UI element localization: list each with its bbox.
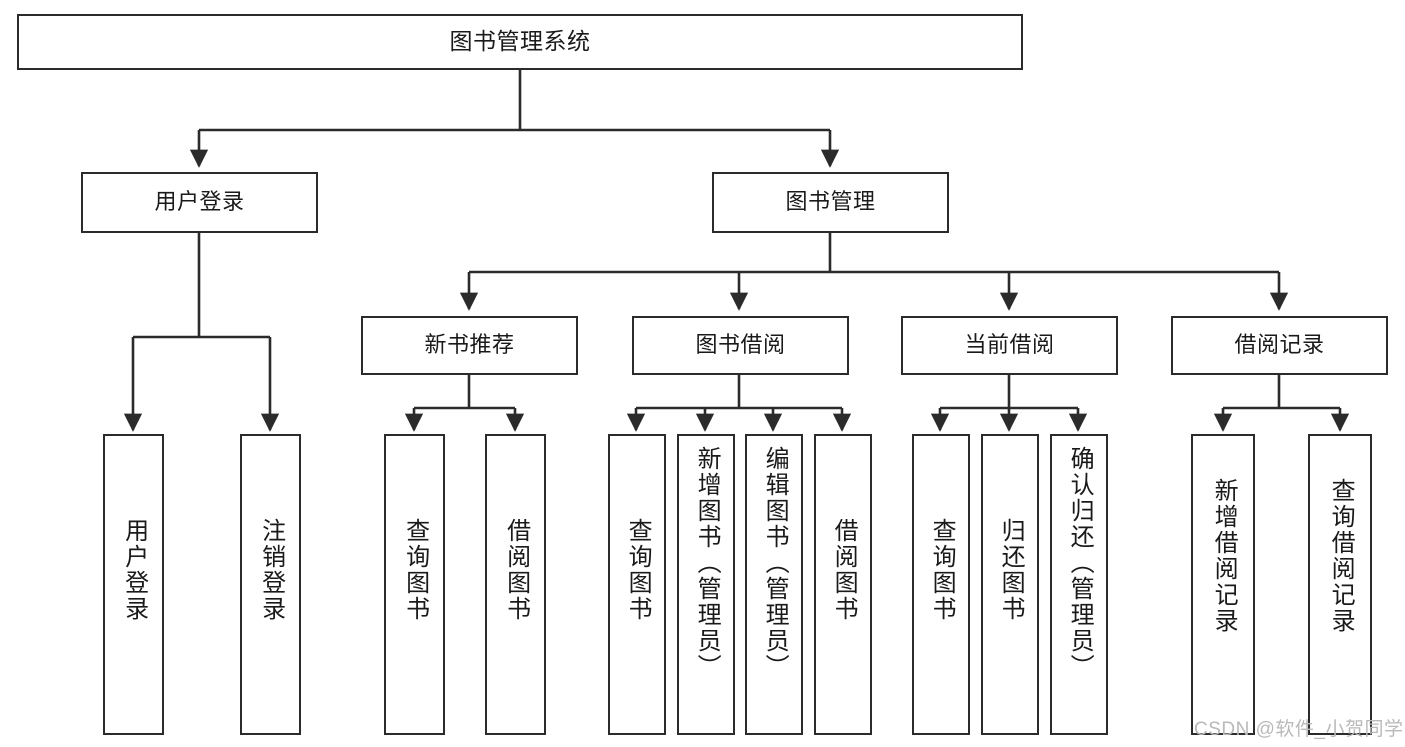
node-label: 查询图书 (928, 518, 956, 622)
leaf-record-query-record[interactable]: 查询借阅记录 (1308, 434, 1372, 735)
node-label: 查询图书 (401, 518, 429, 622)
leaf-new-book-borrow[interactable]: 借阅图书 (485, 434, 546, 735)
node-label: 查询图书 (624, 518, 652, 622)
node-label: 借阅记录 (1234, 332, 1325, 358)
leaf-current-query-book[interactable]: 查询图书 (912, 434, 970, 735)
node-label: 图书借阅 (695, 332, 786, 358)
node-book-management[interactable]: 图书管理 (712, 172, 949, 233)
node-root-system[interactable]: 图书管理系统 (17, 14, 1023, 70)
leaf-new-book-query[interactable]: 查询图书 (384, 434, 445, 735)
node-label: 确认归还（管理员） (1066, 446, 1094, 680)
node-current-borrow[interactable]: 当前借阅 (901, 316, 1118, 375)
node-user-login[interactable]: 用户登录 (81, 172, 318, 233)
node-label: 用户登录 (154, 189, 245, 215)
node-label: 当前借阅 (964, 332, 1055, 358)
leaf-borrow-add-book-admin[interactable]: 新增图书（管理员） (677, 434, 735, 735)
leaf-current-confirm-return-admin[interactable]: 确认归还（管理员） (1050, 434, 1108, 735)
node-label: 图书管理系统 (449, 28, 591, 55)
node-label: 新增图书（管理员） (693, 446, 721, 680)
node-label: 注销登录 (257, 518, 285, 622)
node-label: 查询借阅记录 (1327, 478, 1355, 634)
leaf-borrow-borrow-book[interactable]: 借阅图书 (814, 434, 872, 735)
node-label: 借阅图书 (502, 518, 530, 622)
leaf-borrow-query-book[interactable]: 查询图书 (608, 434, 666, 735)
leaf-current-return-book[interactable]: 归还图书 (981, 434, 1039, 735)
node-book-borrow[interactable]: 图书借阅 (632, 316, 849, 375)
watermark-text: CSDN @软件_小贺同学 (1194, 719, 1404, 740)
leaf-user-login-logout[interactable]: 注销登录 (240, 434, 301, 735)
node-label: 新书推荐 (424, 332, 515, 358)
node-new-book-recommend[interactable]: 新书推荐 (361, 316, 578, 375)
node-label: 归还图书 (997, 518, 1025, 622)
leaf-record-add-record[interactable]: 新增借阅记录 (1191, 434, 1255, 735)
node-label: 新增借阅记录 (1210, 478, 1238, 634)
node-borrow-record[interactable]: 借阅记录 (1171, 316, 1388, 375)
node-label: 编辑图书（管理员） (761, 446, 789, 680)
leaf-user-login-login[interactable]: 用户登录 (103, 434, 164, 735)
node-label: 用户登录 (120, 518, 148, 622)
leaf-borrow-edit-book-admin[interactable]: 编辑图书（管理员） (745, 434, 803, 735)
node-label: 图书管理 (785, 189, 876, 215)
node-label: 借阅图书 (830, 518, 858, 622)
